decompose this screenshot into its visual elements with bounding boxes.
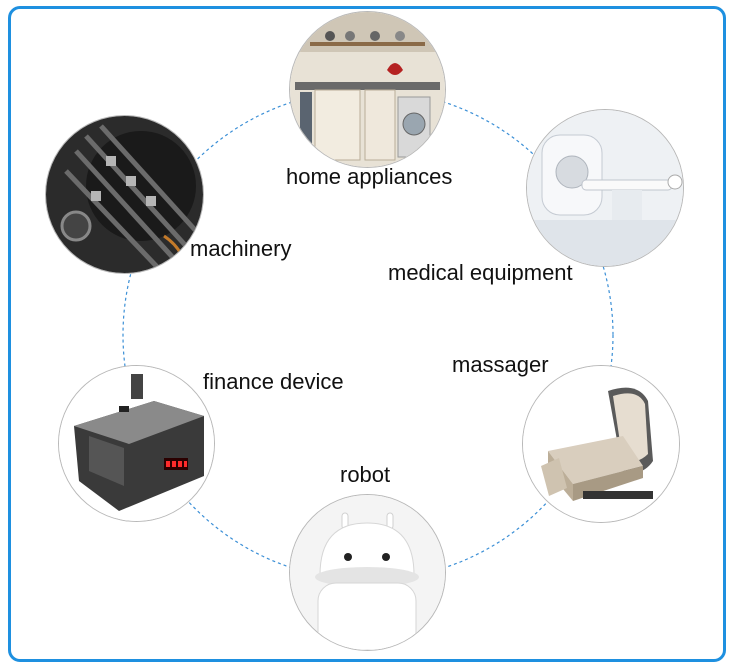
- machine-gears-photo-icon: [46, 116, 203, 273]
- machinery-image: [46, 116, 203, 273]
- robot-photo-icon: [290, 495, 445, 650]
- label-massager: massager: [452, 352, 549, 377]
- label-home-appliances: home appliances: [286, 164, 453, 189]
- home-appliances-image: [290, 12, 445, 167]
- label-machinery: machinery: [190, 236, 292, 261]
- label-finance-device: finance device: [203, 369, 344, 394]
- finance-device-image: [59, 366, 214, 521]
- massager-image: [523, 366, 679, 522]
- money-counter-photo-icon: [59, 366, 214, 521]
- ct-scanner-photo-icon: [527, 110, 683, 266]
- label-medical-equipment: medical equipment: [388, 260, 573, 285]
- massage-chair-photo-icon: [523, 366, 679, 522]
- label-robot: robot: [340, 462, 391, 487]
- kitchen-photo-icon: [290, 12, 445, 167]
- medical-equipment-image: [527, 110, 683, 266]
- robot-image: [290, 495, 445, 650]
